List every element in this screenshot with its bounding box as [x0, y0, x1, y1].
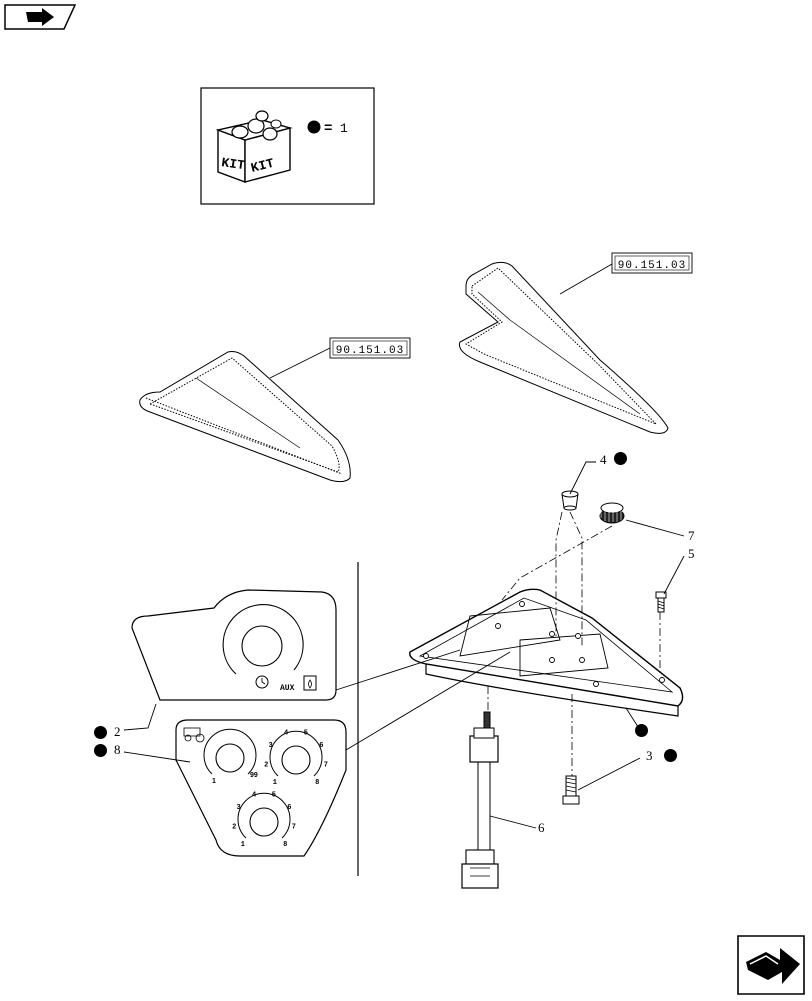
callout-8: 8 [114, 742, 121, 758]
tractor-icon [183, 727, 205, 743]
kit-label-left: KIT [220, 155, 245, 173]
dial-right-tick: 3 [268, 742, 272, 750]
bullet-icon [635, 724, 648, 737]
kit-box-icon [215, 110, 293, 184]
kit-item-number: 1 [340, 121, 348, 136]
callout-number: 6 [538, 820, 545, 835]
dial-right-tick: 2 [264, 761, 268, 769]
dial-bottom-tick: 2 [232, 823, 236, 831]
dial-right-tick: 1 [273, 779, 277, 787]
bullet-icon [94, 744, 107, 757]
dial-right-tick: 4 [284, 730, 288, 738]
reference-label: 90.151.03 [618, 260, 686, 272]
screw-small [655, 591, 667, 613]
callout-number: 4 [600, 452, 607, 467]
callout-6: 6 [538, 820, 545, 836]
dial-bottom-tick: 5 [272, 792, 276, 800]
bullet-icon [664, 749, 677, 762]
forward-button[interactable] [736, 934, 806, 996]
dial-right-tick: 6 [319, 742, 323, 750]
dial-left-min: 1 [212, 778, 216, 785]
callout-number: 7 [688, 528, 695, 543]
callout-2: 2 [114, 724, 121, 740]
knob-small [561, 490, 579, 511]
dial-bottom-tick: 3 [236, 804, 240, 812]
back-button[interactable] [4, 4, 77, 30]
callout-number: 3 [646, 748, 653, 763]
switch-harness [461, 711, 499, 889]
bullet-icon [307, 120, 321, 134]
dial-bottom-tick: 7 [292, 823, 296, 831]
callout-3: 3 [646, 748, 653, 764]
back-arrow-icon [4, 4, 77, 30]
dial-left-max: 99 [250, 772, 258, 779]
callout-4: 4 [600, 452, 607, 468]
dial-bottom-tick: 1 [241, 841, 245, 849]
kit-label-right: KIT [249, 156, 276, 176]
bullet-icon [614, 452, 627, 465]
kit-equals: = [324, 121, 332, 137]
callout-7: 7 [688, 528, 695, 544]
kit-legend: KIT KIT = 1 [200, 87, 375, 205]
control-panel-plate [409, 588, 684, 717]
knob-knurled [599, 502, 625, 524]
reference-right: 90.151.03 [559, 252, 693, 295]
forward-arrow-icon [737, 935, 805, 995]
bullet-icon [94, 726, 107, 739]
decal-top: AUX [131, 589, 337, 701]
callout-5: 5 [688, 546, 695, 562]
dial-bottom-tick: 4 [252, 792, 256, 800]
reference-label: 90.151.03 [336, 345, 404, 357]
right-cover [458, 261, 669, 434]
decal-bottom [175, 719, 347, 857]
left-cover [139, 351, 351, 483]
callout-number: 8 [114, 742, 121, 757]
leader-lines [123, 461, 685, 829]
dial-right-tick: 7 [324, 761, 328, 769]
screw-long [562, 775, 580, 805]
dial-bottom-tick: 6 [287, 804, 291, 812]
callout-number: 5 [688, 546, 695, 561]
dial-right-tick: 5 [304, 730, 308, 738]
callout-number: 2 [114, 724, 121, 739]
reference-left: 90.151.03 [269, 337, 411, 379]
dial-bottom-tick: 8 [283, 841, 287, 849]
aux-label: AUX [280, 684, 295, 693]
dial-right-tick: 8 [315, 779, 319, 787]
